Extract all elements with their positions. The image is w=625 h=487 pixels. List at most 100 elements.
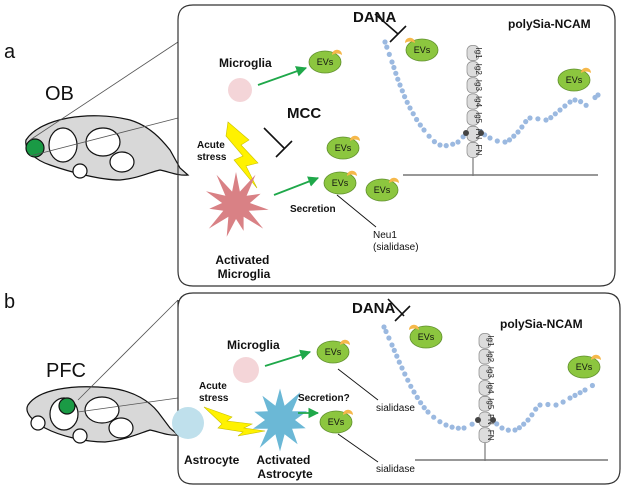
ev-body bbox=[326, 136, 360, 160]
panel-a-callout bbox=[177, 4, 616, 287]
polysia-unit bbox=[560, 399, 566, 405]
release-arrow bbox=[257, 66, 308, 86]
polysia-unit bbox=[382, 39, 388, 45]
panel-b-letter: b bbox=[4, 291, 15, 313]
astrocyte-resting bbox=[172, 407, 204, 439]
ncam-domain bbox=[466, 93, 480, 110]
polysia-unit bbox=[578, 99, 584, 105]
ev-body bbox=[405, 38, 439, 62]
polysia-unit bbox=[396, 359, 402, 365]
sialidase-protein-icon bbox=[340, 339, 350, 345]
polysia-unit bbox=[443, 422, 449, 428]
polysia-unit bbox=[525, 417, 531, 423]
dana-inhibit-bar bbox=[389, 25, 407, 43]
ev-label: EVs bbox=[414, 45, 431, 55]
ev-body bbox=[557, 68, 591, 92]
ev-vesicle: EVs bbox=[567, 354, 601, 379]
anchor-dot bbox=[475, 417, 481, 423]
ncam-domain-label: Ig4 bbox=[486, 382, 495, 394]
polysia-unit bbox=[399, 88, 405, 94]
microglia-resting bbox=[233, 357, 259, 383]
polysia-ncam-label: polySia-NCAM bbox=[508, 17, 591, 31]
polysia-unit bbox=[397, 82, 403, 88]
ev-label: EVs bbox=[576, 362, 593, 372]
polysia-unit bbox=[389, 59, 395, 65]
zoom-line bbox=[29, 117, 179, 157]
acute-stress-label: Acute stress bbox=[197, 140, 228, 163]
microglia-label: Microglia bbox=[219, 56, 272, 70]
ev-vesicle: EVs bbox=[326, 135, 360, 160]
polysia-unit bbox=[557, 107, 563, 113]
ev-vesicle: EVs bbox=[405, 37, 439, 62]
ncam-domain bbox=[466, 77, 480, 94]
ncam-domain-label: Ig4 bbox=[474, 96, 483, 108]
polysia-unit bbox=[426, 133, 432, 139]
polysia-unit bbox=[487, 135, 493, 141]
polysia-unit bbox=[449, 424, 455, 430]
ncam-domain bbox=[478, 333, 492, 349]
ev-label: EVs bbox=[325, 347, 342, 357]
polysia-unit bbox=[417, 122, 423, 128]
polysia-unit bbox=[418, 400, 424, 406]
panel-a-letter: a bbox=[4, 41, 16, 63]
sialidase-protein-icon bbox=[409, 324, 419, 330]
polysia-unit bbox=[572, 392, 578, 398]
anchor-dot bbox=[478, 130, 484, 136]
anchor-dot bbox=[463, 130, 469, 136]
activated-astrocyte bbox=[252, 388, 308, 452]
polysia-unit bbox=[562, 103, 568, 109]
ncam-molecule: Ig1Ig2Ig3Ig4Ig5FNFN bbox=[478, 333, 495, 461]
polysia-unit bbox=[543, 117, 549, 123]
polysia-unit bbox=[399, 365, 405, 371]
polysia-unit bbox=[393, 70, 399, 76]
ev-label: EVs bbox=[332, 178, 349, 188]
polysia-unit bbox=[437, 419, 443, 425]
activated-astrocyte-label: Activated Astrocyte bbox=[256, 453, 313, 481]
ncam-domain bbox=[466, 142, 480, 158]
polysia-unit bbox=[421, 127, 427, 133]
sialidase-protein-icon bbox=[591, 354, 601, 360]
dana-inhibit-bar bbox=[394, 305, 411, 322]
ev-body bbox=[567, 355, 601, 379]
zoom-line bbox=[77, 299, 179, 401]
microglia-resting bbox=[228, 78, 252, 102]
polysia-unit bbox=[381, 324, 387, 330]
polysia-unit bbox=[414, 116, 420, 123]
polysia-unit bbox=[461, 425, 467, 431]
polysia-unit bbox=[529, 412, 535, 418]
polysia-unit bbox=[577, 390, 583, 396]
polysia-unit bbox=[455, 139, 461, 145]
sialidase-protein-icon bbox=[347, 170, 357, 176]
dana-label: DANA bbox=[353, 9, 396, 26]
mouse-brain-pfc bbox=[26, 386, 180, 444]
acute-stress-label: Acute stress bbox=[199, 381, 230, 404]
polysia-unit bbox=[519, 124, 525, 130]
panel-a: a OB DANA Microglia EVs MCC Acu bbox=[4, 4, 616, 287]
polysia-unit bbox=[431, 414, 437, 420]
sialidase-protein-icon bbox=[389, 177, 399, 183]
ev-body bbox=[409, 325, 443, 349]
panel-b-region-label: PFC bbox=[46, 360, 86, 382]
ev-body bbox=[319, 410, 353, 434]
sialidase-protein-icon bbox=[581, 67, 591, 73]
ev-vesicle: EVs bbox=[319, 409, 353, 434]
ev-label: EVs bbox=[317, 57, 334, 67]
ncam-domain-label: Ig3 bbox=[486, 367, 495, 379]
polysia-unit bbox=[545, 401, 551, 408]
polysia-unit bbox=[494, 138, 500, 144]
microglia-label: Microglia bbox=[227, 338, 280, 352]
zoom-line bbox=[29, 41, 179, 141]
ncam-domain bbox=[466, 45, 480, 61]
polysia-unit bbox=[505, 427, 511, 433]
polysia-unit bbox=[572, 97, 578, 103]
ncam-domain bbox=[478, 364, 492, 380]
ev-vesicle: EVs bbox=[316, 339, 350, 364]
sialidase-protein-icon bbox=[343, 409, 353, 415]
ev-vesicle: EVs bbox=[323, 170, 357, 195]
secretion-arrow bbox=[273, 176, 320, 196]
polysia-chains bbox=[381, 324, 596, 433]
ncam-domain bbox=[466, 109, 480, 126]
polysia-unit bbox=[567, 395, 573, 401]
ncam-domain bbox=[478, 396, 492, 412]
polysia-unit bbox=[394, 353, 400, 359]
